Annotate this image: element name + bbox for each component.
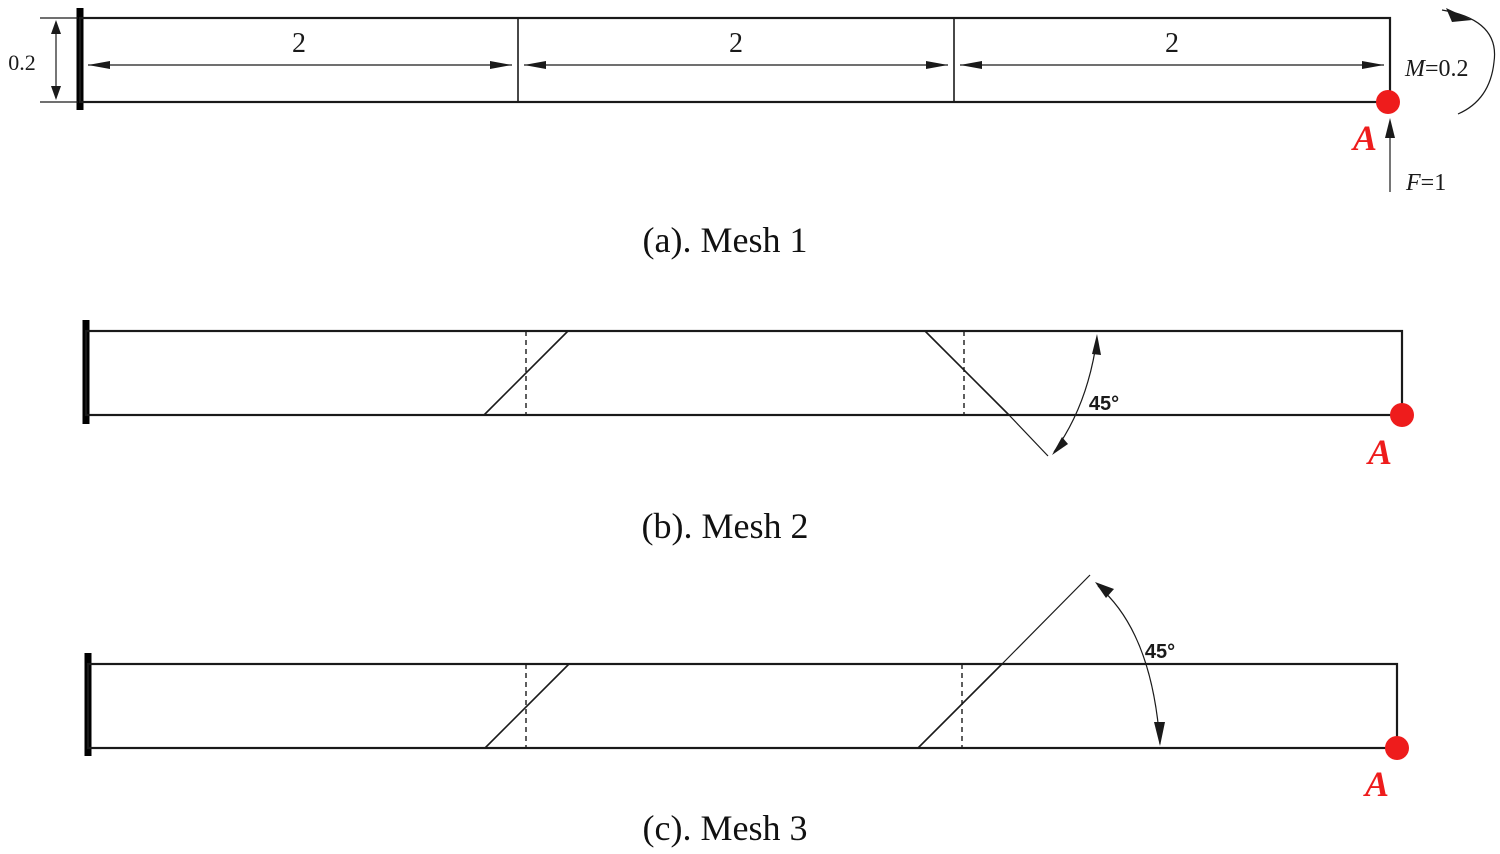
force-arrow: [1385, 118, 1395, 192]
force-symbol: F: [1405, 170, 1421, 196]
beam-outline: [86, 662, 1399, 750]
skew-extension-line: [1001, 574, 1091, 665]
point-a-marker: [1390, 403, 1414, 427]
force-label: F=1: [1405, 170, 1446, 196]
caption-mesh-3: (c). Mesh 3: [643, 808, 808, 848]
skewed-element-boundary: [483, 330, 569, 416]
angle-arc: [1095, 582, 1165, 746]
length-dimension: [88, 61, 1384, 69]
angle-arc: [1052, 334, 1101, 455]
point-a-marker: [1376, 90, 1400, 114]
mesh-3-panel: 45° A: [84, 574, 1409, 804]
mesh-1-panel: 0.2 2 2 2 M=0.2 F=1 A: [8, 8, 1496, 196]
point-a-label: A: [1351, 118, 1377, 158]
caption-mesh-2: (b). Mesh 2: [642, 506, 809, 546]
skew-extension-line: [1008, 414, 1049, 457]
mesh-2-panel: 45° A: [82, 320, 1414, 472]
moment-label: M=0.2: [1404, 56, 1469, 82]
beam-outline: [84, 329, 1404, 417]
point-a-label: A: [1366, 432, 1392, 472]
beam-outline: [78, 16, 1392, 104]
moment-arrow: [1441, 8, 1496, 115]
segment-length-label: 2: [1165, 28, 1179, 59]
point-a-marker: [1385, 736, 1409, 760]
height-label: 0.2: [8, 50, 36, 75]
angle-label: 45°: [1145, 641, 1175, 663]
height-dimension: [40, 17, 78, 103]
skewed-element-boundary: [484, 663, 570, 749]
skewed-element-boundary: [917, 663, 1003, 749]
skewed-element-boundary: [924, 330, 1010, 416]
segment-length-label: 2: [729, 28, 743, 59]
caption-mesh-1: (a). Mesh 1: [643, 220, 808, 260]
force-value: =1: [1421, 170, 1447, 196]
segment-length-label: 2: [292, 28, 306, 59]
point-a-label: A: [1363, 764, 1389, 804]
angle-label: 45°: [1089, 393, 1119, 415]
moment-value: =0.2: [1425, 56, 1469, 82]
moment-symbol: M: [1404, 56, 1427, 82]
